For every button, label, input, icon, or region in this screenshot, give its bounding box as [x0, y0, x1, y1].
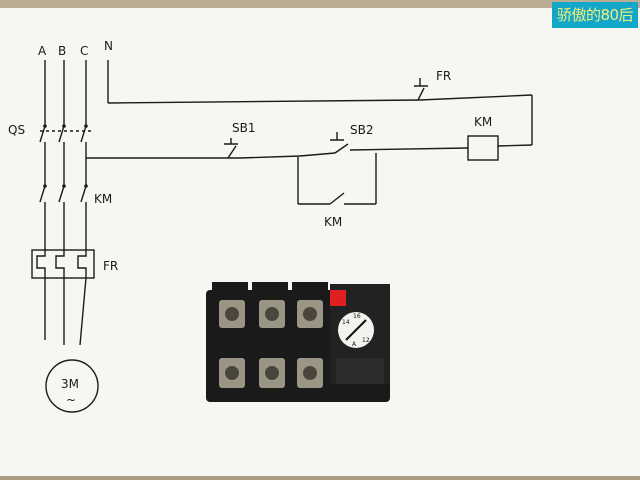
label-phase-c: C — [80, 44, 88, 58]
dial-mark-16: 16 — [353, 313, 361, 320]
label-km-coil: KM — [474, 115, 492, 129]
label-sb2: SB2 — [350, 123, 373, 137]
label-sb1: SB1 — [232, 121, 255, 135]
dial-mark-14: 14 — [342, 319, 350, 326]
label-fr-main: FR — [103, 259, 118, 273]
dial-mark-12: 12 — [362, 337, 370, 344]
dial-mark-a: A — [352, 341, 357, 348]
junction-dots — [43, 124, 88, 188]
label-motor-symbol: ~ — [66, 393, 76, 407]
reset-button — [330, 290, 346, 306]
label-qs: QS — [8, 123, 25, 137]
label-km-main: KM — [94, 192, 112, 206]
label-motor: 3M — [61, 377, 79, 391]
phase-lines — [31, 60, 533, 413]
thermal-relay: 14 16 12 A — [206, 282, 390, 402]
label-phase-a: A — [38, 44, 47, 58]
watermark-logo: 骄傲的80后 — [552, 2, 638, 28]
paper-sheet — [0, 8, 640, 476]
label-fr-control: FR — [436, 69, 451, 83]
label-neutral: N — [104, 39, 113, 53]
label-phase-b: B — [58, 44, 66, 58]
label-km-aux: KM — [324, 215, 342, 229]
